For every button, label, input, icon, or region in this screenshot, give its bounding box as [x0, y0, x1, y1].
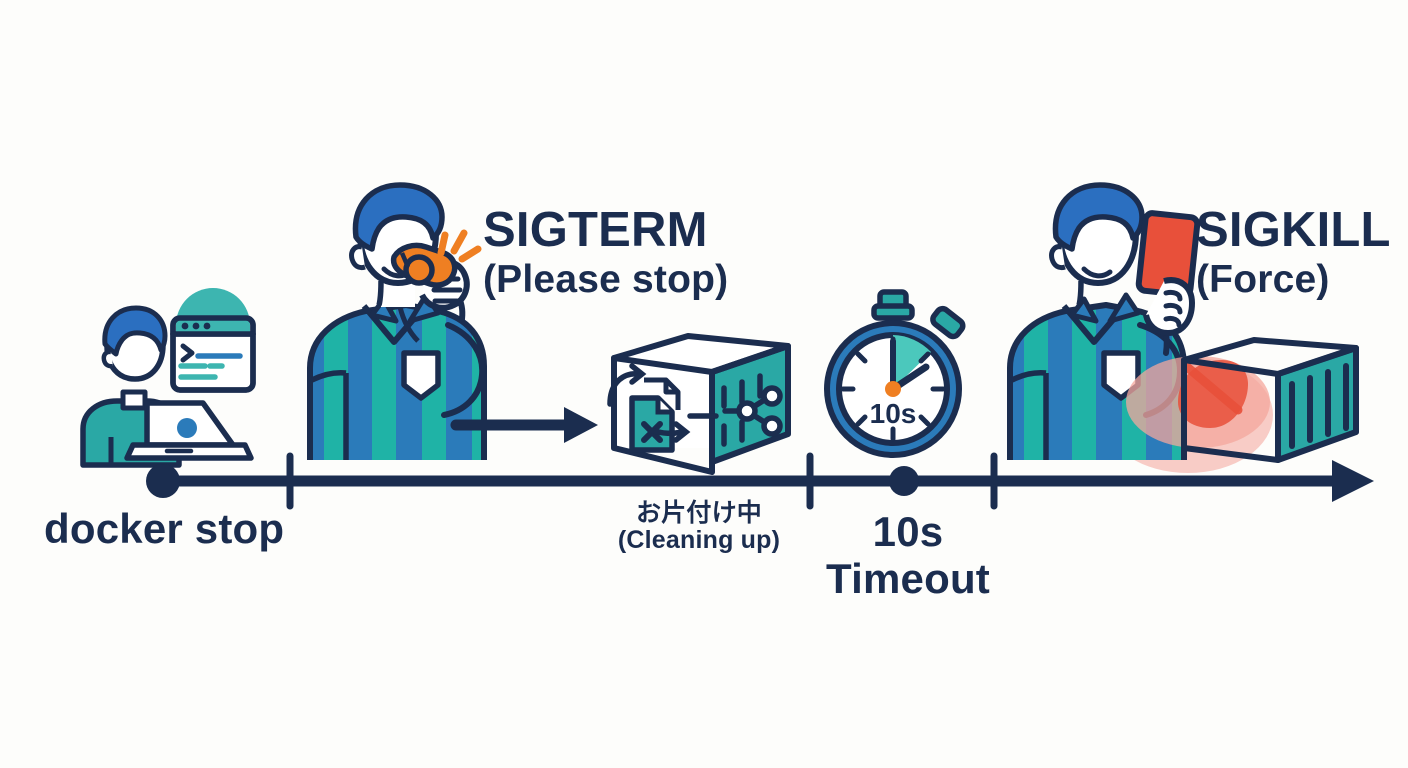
cleaning-up-label-jp: お片付け中	[635, 498, 762, 527]
cleanup-arrows	[607, 363, 719, 443]
terminal-code-lines	[178, 353, 243, 380]
stopwatch: 10s	[822, 288, 994, 466]
sigterm-label: SIGTERM (Please stop)	[483, 203, 729, 301]
timeout-label: 10s Timeout	[820, 508, 996, 602]
terminal-prompt-icon	[180, 343, 195, 363]
docker-stop-label: docker stop	[44, 505, 285, 552]
referee-blowing-whistle	[288, 175, 518, 460]
arrow-sigterm-to-container	[450, 402, 607, 448]
referee-hand-2	[1143, 277, 1195, 336]
cleaning-up-label-en: (Cleaning up)	[617, 525, 781, 554]
terminal-title-dots	[181, 322, 211, 330]
container-box-force-killed	[1126, 330, 1368, 475]
network-nodes	[722, 385, 783, 437]
sigkill-label: SIGKILL (Force)	[1196, 203, 1391, 301]
stopwatch-face-text: 10s	[870, 398, 917, 429]
container-vents	[721, 373, 763, 447]
file-outline-icon	[644, 377, 681, 410]
red-impact-splash	[1126, 356, 1270, 448]
container-ribs	[1289, 363, 1349, 449]
timeout-label-line1: 10s	[872, 508, 944, 555]
timeout-label-line2: Timeout	[826, 555, 990, 603]
sigterm-label-line1: SIGTERM	[483, 203, 708, 257]
sigkill-label-line1: SIGKILL	[1196, 203, 1391, 257]
timeline-arrow-head	[1332, 460, 1374, 502]
timeline-dot-timeout	[889, 466, 919, 496]
developer-at-laptop	[55, 288, 260, 468]
process-timeline	[140, 450, 1380, 512]
whistle-sound-lines	[437, 229, 482, 263]
sigterm-label-line2: (Please stop)	[483, 257, 729, 301]
file-delete-icon	[629, 395, 675, 453]
developer-figure	[80, 305, 254, 468]
sigkill-label-line2: (Force)	[1196, 257, 1330, 301]
timeline-dot-docker-stop	[146, 464, 180, 498]
container-box-cleanup	[600, 326, 800, 478]
cleaning-up-label: お片付け中 (Cleaning up)	[614, 500, 784, 553]
